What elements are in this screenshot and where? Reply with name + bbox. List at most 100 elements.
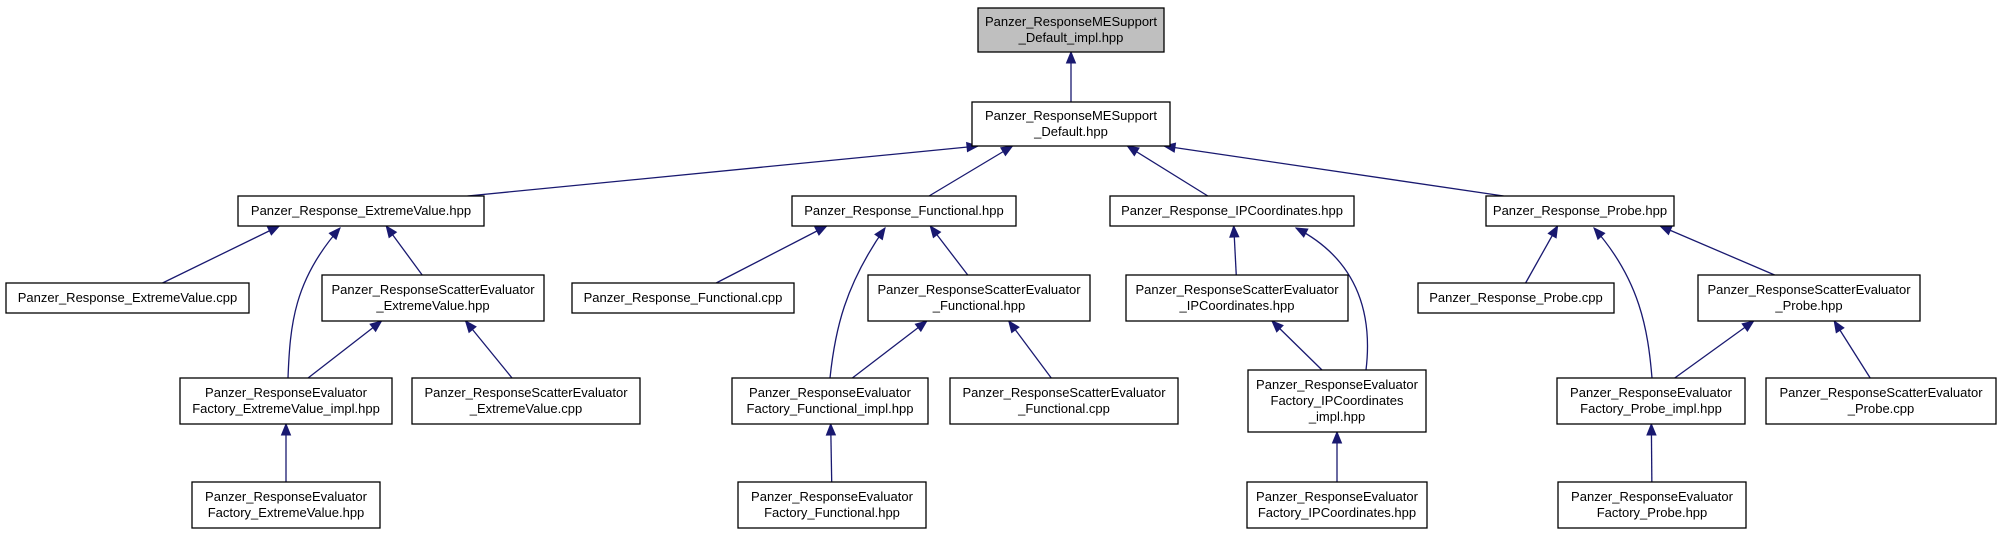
- node-label-line: Panzer_Response_Functional.hpp: [804, 203, 1003, 218]
- edge-n5-to-n1: [1162, 142, 1504, 197]
- node-label-line: Panzer_Response_ExtremeValue.hpp: [251, 203, 471, 218]
- node-n16[interactable]: Panzer_ResponseScatterEvaluator_IPCoordi…: [1125, 274, 1349, 322]
- edge-n6-to-n2-arrowhead: [266, 225, 281, 236]
- node-n20[interactable]: Panzer_ResponseScatterEvaluator_Probe.hp…: [1697, 274, 1921, 322]
- node-label-line: Panzer_ResponseScatterEvaluator: [1135, 282, 1339, 297]
- node-label-line: Factory_ExtremeValue.hpp: [208, 505, 365, 520]
- node-n23[interactable]: Panzer_ResponseEvaluatorFactory_Probe.hp…: [1557, 481, 1747, 529]
- edge-n9-to-n7-line: [465, 320, 513, 379]
- edge-n13-to-n3-arrowhead: [874, 226, 886, 241]
- node-label-line: _Functional.cpp: [1017, 401, 1110, 416]
- node-label-line: _ExtremeValue.hpp: [375, 298, 489, 313]
- edge-n14-to-n12-line: [1008, 320, 1052, 379]
- edge-n21-to-n5-line: [1593, 227, 1653, 379]
- node-n6[interactable]: Panzer_Response_ExtremeValue.cpp: [5, 282, 250, 314]
- edge-n21-to-n5: [1593, 227, 1653, 379]
- node-n13[interactable]: Panzer_ResponseEvaluatorFactory_Function…: [731, 377, 929, 425]
- node-n10[interactable]: Panzer_ResponseEvaluatorFactory_ExtremeV…: [191, 481, 381, 529]
- edge-n13-to-n3: [829, 226, 886, 379]
- node-label-line: Factory_IPCoordinates.hpp: [1258, 505, 1416, 520]
- edge-n7-to-n2: [385, 224, 423, 276]
- node-n7[interactable]: Panzer_ResponseScatterEvaluator_ExtremeV…: [321, 274, 545, 322]
- node-box: [1765, 377, 1997, 425]
- node-label-line: _ExtremeValue.cpp: [469, 401, 583, 416]
- node-box: [791, 195, 1017, 227]
- node-n3[interactable]: Panzer_Response_Functional.hpp: [791, 195, 1017, 227]
- edge-n8-to-n7-arrowhead: [369, 320, 383, 333]
- node-label-line: _impl.hpp: [1308, 409, 1365, 424]
- node-label-line: Panzer_ResponseEvaluator: [751, 489, 914, 504]
- edge-n8-to-n2: [287, 227, 341, 379]
- node-n11[interactable]: Panzer_Response_Functional.cpp: [571, 282, 795, 314]
- node-label-line: Panzer_ResponseEvaluator: [205, 489, 368, 504]
- node-n14[interactable]: Panzer_ResponseScatterEvaluator_Function…: [949, 377, 1179, 425]
- node-box: [977, 7, 1165, 53]
- edge-n11-to-n3-arrowhead: [814, 225, 828, 236]
- edge-n15-to-n13: [825, 422, 837, 483]
- edge-n4-to-n1-arrowhead: [1126, 145, 1140, 157]
- node-box: [1556, 377, 1746, 425]
- node-box: [737, 481, 927, 529]
- edge-n19-to-n5-arrowhead: [1547, 224, 1559, 239]
- node-n9[interactable]: Panzer_ResponseScatterEvaluator_ExtremeV…: [411, 377, 641, 425]
- edge-n20-to-n5: [1658, 225, 1775, 276]
- edge-n4-to-n1: [1126, 145, 1209, 197]
- node-label-line: Panzer_ResponseMESupport: [985, 14, 1157, 29]
- node-label-line: Panzer_ResponseEvaluator: [1256, 489, 1419, 504]
- node-box: [179, 377, 393, 425]
- edge-n13-to-n12-line: [851, 320, 928, 379]
- edge-n6-to-n2-line: [162, 225, 280, 284]
- edge-n13-to-n12-arrowhead: [914, 320, 928, 333]
- node-n15[interactable]: Panzer_ResponseEvaluatorFactory_Function…: [737, 481, 927, 529]
- node-label-line: Panzer_Response_IPCoordinates.hpp: [1121, 203, 1343, 218]
- node-n4[interactable]: Panzer_Response_IPCoordinates.hpp: [1109, 195, 1355, 227]
- node-label-line: Panzer_ResponseEvaluator: [749, 385, 912, 400]
- edge-n8-to-n7: [307, 320, 383, 379]
- node-box: [1697, 274, 1921, 322]
- edge-n10-to-n8: [280, 422, 292, 482]
- edge-n21-to-n5-arrowhead: [1593, 227, 1606, 241]
- node-box: [1485, 195, 1675, 227]
- edge-n17-to-n16-arrowhead: [1271, 320, 1284, 333]
- node-box: [571, 282, 795, 314]
- node-label-line: Factory_ExtremeValue_impl.hpp: [192, 401, 380, 416]
- edge-n12-to-n3: [929, 224, 969, 276]
- edge-n11-to-n3: [715, 225, 828, 284]
- node-n18[interactable]: Panzer_ResponseEvaluatorFactory_IPCoordi…: [1246, 481, 1428, 529]
- node-n19[interactable]: Panzer_Response_Probe.cpp: [1417, 282, 1615, 314]
- edge-n18-to-n17: [1331, 430, 1343, 482]
- node-label-line: Panzer_ResponseEvaluator: [1571, 489, 1734, 504]
- node-label-line: Panzer_ResponseScatterEvaluator: [424, 385, 628, 400]
- node-box: [5, 282, 250, 314]
- node-box: [191, 481, 381, 529]
- node-label-line: Factory_IPCoordinates: [1271, 393, 1404, 408]
- edge-n3-to-n1: [928, 145, 1014, 197]
- node-n22[interactable]: Panzer_ResponseScatterEvaluator_Probe.cp…: [1765, 377, 1997, 425]
- node-n1[interactable]: Panzer_ResponseMESupport_Default.hpp: [971, 101, 1171, 147]
- node-box: [1557, 481, 1747, 529]
- nodes-layer: Panzer_ResponseMESupport_Default_impl.hp…: [5, 7, 1997, 529]
- node-box: [411, 377, 641, 425]
- node-n21[interactable]: Panzer_ResponseEvaluatorFactory_Probe_im…: [1556, 377, 1746, 425]
- edge-n18-to-n17-arrowhead: [1331, 430, 1343, 444]
- edge-n14-to-n12-arrowhead: [1007, 319, 1020, 334]
- node-box: [867, 274, 1091, 322]
- node-n2[interactable]: Panzer_Response_ExtremeValue.hpp: [237, 195, 485, 227]
- node-n12[interactable]: Panzer_ResponseScatterEvaluator_Function…: [867, 274, 1091, 322]
- edge-n9-to-n7-arrowhead: [464, 319, 477, 334]
- node-label-line: Panzer_ResponseScatterEvaluator: [1779, 385, 1983, 400]
- edge-n15-to-n13-arrowhead: [825, 422, 837, 436]
- edge-n8-to-n2-arrowhead: [328, 227, 341, 241]
- node-n0[interactable]: Panzer_ResponseMESupport_Default_impl.hp…: [977, 7, 1165, 53]
- edge-n17-to-n16-line: [1271, 320, 1323, 371]
- node-label-line: _Probe.hpp: [1774, 298, 1842, 313]
- node-label-line: Panzer_Response_Functional.cpp: [584, 290, 783, 305]
- node-n17[interactable]: Panzer_ResponseEvaluatorFactory_IPCoordi…: [1247, 369, 1427, 433]
- node-n8[interactable]: Panzer_ResponseEvaluatorFactory_ExtremeV…: [179, 377, 393, 425]
- edge-n13-to-n12: [851, 320, 928, 379]
- node-label-line: _IPCoordinates.hpp: [1179, 298, 1295, 313]
- edge-n3-to-n1-line: [928, 145, 1013, 197]
- edge-n7-to-n2-arrowhead: [385, 224, 398, 239]
- node-n5[interactable]: Panzer_Response_Probe.hpp: [1485, 195, 1675, 227]
